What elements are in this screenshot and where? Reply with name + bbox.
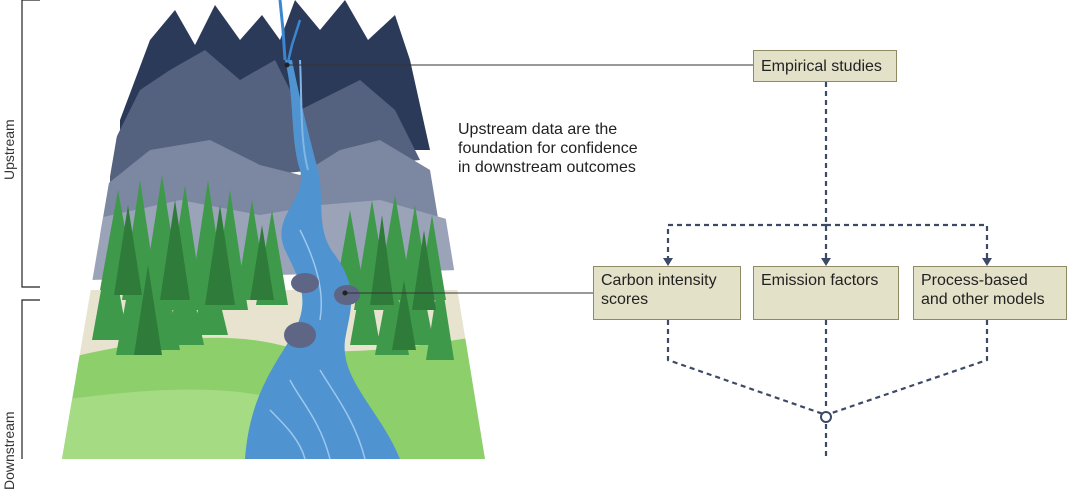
carbon-intensity-label-line1: Carbon intensity [601, 271, 733, 290]
arrowheads [663, 258, 992, 266]
rock [334, 285, 360, 305]
empirical-studies-box: Empirical studies [753, 50, 897, 82]
process-models-label-line1: Process-based [921, 271, 1059, 290]
process-models-label-line2: and other models [921, 290, 1059, 309]
downstream-label: Downstream [1, 411, 17, 490]
carbon-intensity-box: Carbon intensity scores [593, 266, 741, 320]
merge-node [821, 412, 831, 422]
diagram-canvas: Upstream Downstream Upstream data are th… [0, 0, 1080, 459]
process-models-box: Process-based and other models [913, 266, 1067, 320]
carbon-intensity-label-line2: scores [601, 290, 733, 309]
watershed-illustration [0, 0, 1080, 459]
rock [291, 273, 319, 293]
empirical-studies-label: Empirical studies [761, 58, 882, 75]
emission-factors-label: Emission factors [761, 271, 891, 290]
upstream-annotation: Upstream data are the foundation for con… [458, 120, 688, 177]
upstream-label: Upstream [1, 119, 17, 180]
emission-factors-box: Emission factors [753, 266, 899, 320]
annotation-line: in downstream outcomes [458, 158, 688, 177]
downstream-bracket [22, 300, 40, 459]
rock [284, 322, 316, 348]
annotation-line: foundation for confidence [458, 139, 688, 158]
upstream-bracket [22, 0, 40, 287]
annotation-line: Upstream data are the [458, 120, 688, 139]
